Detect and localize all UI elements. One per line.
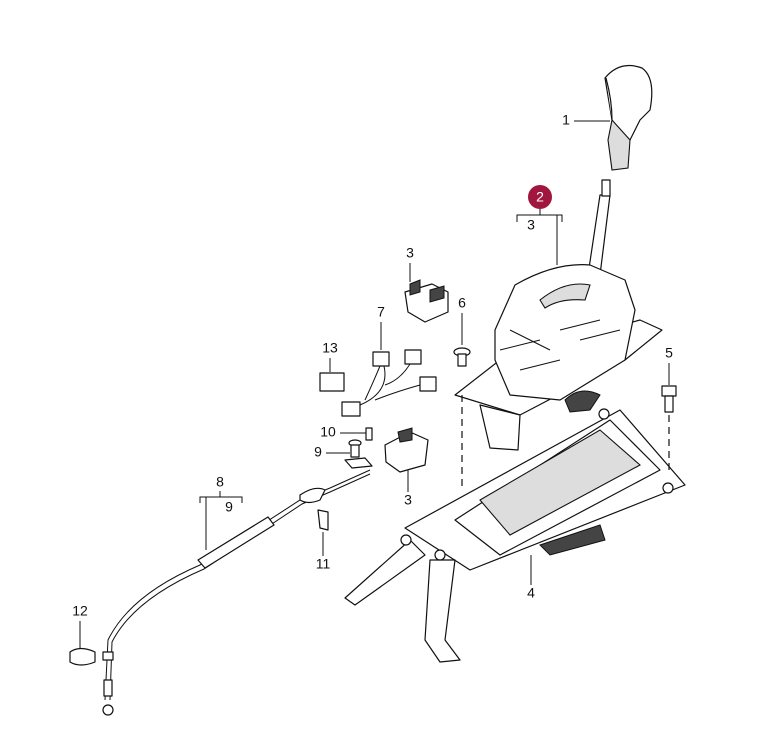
callout-5[interactable]: 5 — [665, 345, 673, 361]
switch-3-top[interactable] — [404, 279, 449, 323]
callout-12[interactable]: 12 — [72, 603, 88, 619]
bolt-5[interactable] — [661, 385, 677, 413]
shift-cable-8[interactable] — [102, 469, 371, 716]
callout-1[interactable]: 1 — [562, 112, 570, 128]
cable-bracket-9[interactable] — [344, 439, 373, 469]
shift-lever-shaft — [587, 179, 611, 276]
base-bracket[interactable] — [344, 408, 686, 663]
callout-3-top[interactable]: 3 — [406, 245, 414, 261]
callout-10[interactable]: 10 — [320, 424, 336, 440]
retaining-clip-12[interactable] — [69, 647, 96, 666]
selector-housing[interactable] — [454, 264, 663, 451]
callout-2: 2 — [536, 189, 544, 205]
shift-knob[interactable] — [604, 65, 653, 171]
switch-3-bottom[interactable] — [384, 427, 429, 473]
connector-13[interactable] — [319, 372, 345, 392]
callout-13[interactable]: 13 — [322, 340, 338, 356]
callout-9[interactable]: 9 — [314, 444, 322, 460]
callout-6[interactable]: 6 — [458, 295, 466, 311]
screw-6[interactable] — [453, 347, 471, 367]
callout-9-bracket[interactable]: 9 — [225, 499, 233, 515]
clip-11[interactable] — [317, 509, 329, 531]
pin-10[interactable] — [365, 427, 373, 441]
leader-lines — [79, 120, 670, 648]
callout-2-badge[interactable]: 2 — [528, 185, 552, 209]
callout-4[interactable]: 4 — [527, 585, 535, 601]
callout-7[interactable]: 7 — [377, 304, 385, 320]
callout-3-bottom[interactable]: 3 — [404, 492, 412, 508]
callout-3-main[interactable]: 3 — [527, 217, 535, 233]
callout-11[interactable]: 11 — [316, 556, 331, 572]
callout-8[interactable]: 8 — [216, 474, 224, 490]
wiring-harness-7[interactable] — [341, 349, 437, 417]
